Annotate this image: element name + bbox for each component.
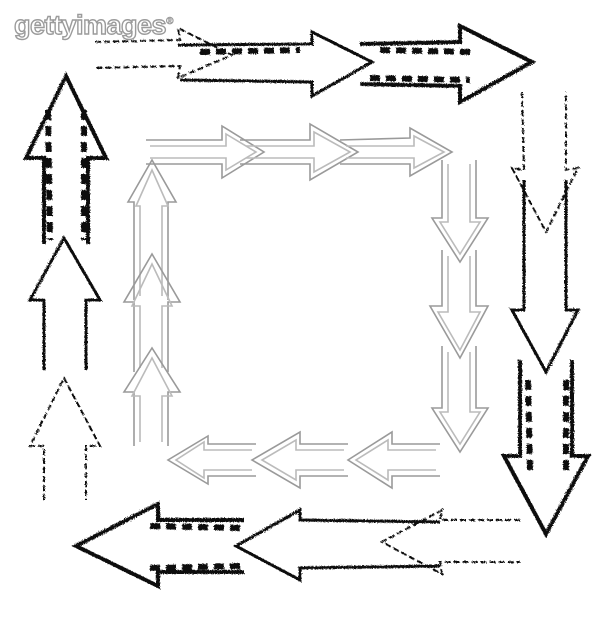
inner-left-arrow-1 (126, 158, 178, 300)
outer-top-arrow-1 (94, 26, 235, 80)
inner-left-arrow-3-inner (130, 356, 174, 442)
outer-left-arrow-2 (27, 234, 103, 370)
gettyimages-watermark: gettyimages® (13, 9, 174, 41)
inner-top-arrow-3 (339, 126, 454, 178)
outer-bottom-arrow-1 (379, 508, 520, 576)
inner-left-arrow-3 (122, 346, 182, 446)
outer-right-arrow-1 (510, 91, 580, 235)
inner-bottom-arrow-3-inner (174, 440, 252, 480)
inner-right-arrow-3 (430, 346, 490, 454)
outer-left-arrow-1 (22, 71, 110, 244)
inner-bottom-arrow-3 (166, 434, 256, 486)
outer-right-grunge (525, 379, 569, 471)
outer-top-arrows (94, 22, 537, 106)
watermark-registered-mark: ® (166, 16, 174, 28)
watermark-text: gettyimages (13, 9, 167, 40)
inner-left-arrows (122, 158, 182, 446)
outer-top-arrow-3 (359, 22, 537, 106)
inner-right-arrow-1 (430, 160, 490, 264)
inner-left-arrow-1-inner (134, 168, 170, 296)
inner-top-arrow-3-inner (346, 134, 446, 170)
outer-bottom-arrows (71, 500, 520, 590)
inner-bottom-arrow-2-inner (260, 438, 344, 482)
outer-right-arrow-3 (500, 360, 592, 539)
outer-bottom-grunge (149, 523, 241, 571)
inner-top-arrow-2 (240, 122, 360, 182)
outer-left-arrows (22, 71, 110, 500)
inner-right-arrow-1-inner (438, 164, 482, 256)
inner-right-arrow-2-inner (436, 256, 482, 352)
inner-right-arrows (428, 160, 490, 454)
inner-arrow-frame (122, 122, 490, 490)
outer-left-grunge (45, 109, 87, 241)
outer-right-arrow-2 (509, 180, 581, 376)
outer-top-grunge (199, 47, 471, 83)
inner-left-arrow-2 (122, 252, 182, 372)
inner-bottom-arrow-2 (250, 430, 348, 490)
outer-right-arrows (500, 91, 592, 539)
outer-top-arrow-2 (177, 29, 376, 99)
inner-top-arrow-1 (146, 124, 266, 180)
inner-bottom-arrow-1 (346, 430, 440, 490)
inner-bottom-arrow-1-inner (354, 438, 436, 482)
outer-bottom-arrow-3 (71, 500, 244, 590)
inner-right-arrow-2 (428, 250, 490, 360)
outer-arrow-frame (22, 22, 592, 590)
inner-left-arrow-2-inner (130, 262, 174, 368)
outer-bottom-arrow-2 (232, 507, 441, 583)
inner-top-arrows (146, 122, 454, 182)
inner-top-arrow-1-inner (150, 132, 258, 172)
inner-top-arrow-2-inner (246, 130, 352, 174)
inner-right-arrow-3-inner (438, 352, 482, 446)
outer-left-arrow-3 (28, 375, 102, 500)
inner-bottom-arrows (166, 430, 440, 490)
